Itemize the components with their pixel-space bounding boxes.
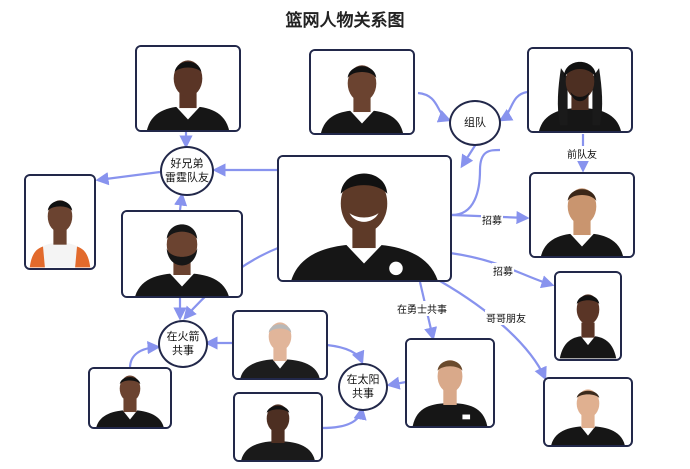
player-portrait-icon — [90, 369, 170, 427]
player-portrait-icon — [123, 212, 241, 296]
coach-portrait-icon — [407, 340, 493, 426]
player-portrait-icon — [556, 273, 620, 359]
edge-kd-to-griffin — [451, 148, 501, 217]
player-portrait-icon — [279, 157, 450, 280]
blake-brooklyn-photo — [543, 377, 633, 447]
deandre-jordan-photo — [527, 47, 633, 133]
bruce-chandler-photo — [88, 367, 172, 429]
player-portrait-icon — [529, 49, 631, 131]
page-title: 篮网人物关系图 — [285, 11, 405, 31]
coach-portrait-icon — [234, 312, 326, 378]
player-portrait-icon — [311, 51, 413, 133]
kyrie-irving-photo — [309, 49, 415, 135]
coach-portrait-icon — [235, 394, 321, 460]
edge-dantoni-to-taiyang — [326, 343, 365, 365]
player-portrait-icon — [545, 379, 631, 445]
hub-huojian: 在火箭 共事 — [158, 320, 208, 368]
player-portrait-icon — [26, 176, 94, 268]
edge-haoxiongdi-to-roberson — [95, 170, 161, 186]
edge-kyrie-to-zudui — [417, 91, 452, 123]
hub-zudui-label: 组队 — [464, 115, 486, 129]
edge-label-zhaomu-1: 招募 — [481, 212, 503, 227]
hub-haoxiongdi-line2: 雷霆队友 — [165, 171, 209, 184]
edge-nash-to-taiyang — [386, 376, 407, 390]
mike-dantoni-photo — [232, 310, 328, 380]
hub-zudui: 组队 — [449, 100, 501, 146]
jeff-green-photo — [135, 45, 241, 132]
lamarcus-aldridge-photo — [554, 271, 622, 361]
edge-label-qian-duiyou: 前队友 — [566, 146, 598, 161]
edge-jordan-to-zudui — [498, 90, 528, 122]
hub-haoxiongdi-line1: 好兄弟 — [170, 156, 204, 170]
edge-label-yongshi: 在勇士共事 — [396, 301, 448, 316]
andre-roberson-photo — [24, 174, 96, 270]
hub-taiyang-line1: 在太阳 — [346, 372, 380, 386]
edge-label-gege-pengyou: 哥哥朋友 — [485, 310, 527, 325]
hub-taiyang: 在太阳 共事 — [338, 363, 388, 411]
kevin-durant-photo — [277, 155, 452, 282]
edge-chandler-to-huojian — [128, 340, 161, 369]
hub-taiyang-line2: 共事 — [352, 387, 374, 400]
edge-zudui-to-kd — [460, 143, 477, 169]
blake-griffin-photo — [529, 172, 635, 258]
edge-amare-to-taiyang — [321, 406, 367, 430]
edge-harden-to-haoxiongdi — [174, 192, 188, 211]
edge-kd-to-blake — [439, 280, 547, 381]
edge-label-zhaomu-2: 招募 — [492, 263, 514, 278]
steve-nash-photo — [405, 338, 495, 428]
hub-haoxiongdi: 好兄弟 雷霆队友 — [160, 146, 214, 196]
james-harden-photo — [121, 210, 243, 298]
hub-huojian-line2: 共事 — [172, 344, 194, 357]
hub-huojian-line1: 在火箭 — [166, 329, 200, 343]
player-portrait-icon — [137, 47, 239, 130]
amare-stoudemire-photo — [233, 392, 323, 462]
player-portrait-icon — [531, 174, 633, 256]
